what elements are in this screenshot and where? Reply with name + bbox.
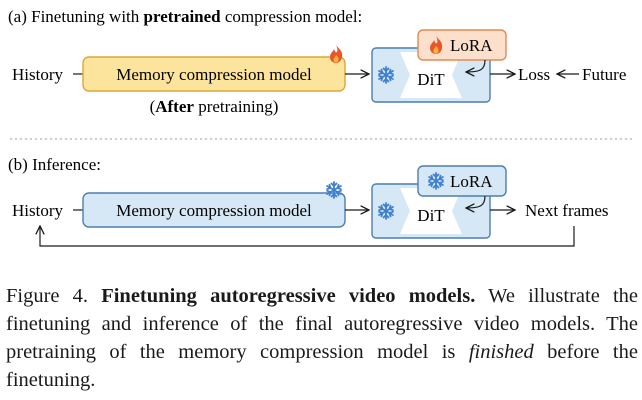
after-pretraining-note: (After pretraining) bbox=[150, 97, 279, 116]
dit-label-a: DiT bbox=[417, 70, 445, 89]
caption-body-2: before the finetuning. bbox=[6, 341, 638, 391]
figure-caption: Figure 4. Finetuning autoregressive vide… bbox=[6, 282, 638, 394]
section-b-title: (b) Inference: bbox=[8, 155, 101, 174]
caption-emphasis: finished bbox=[468, 341, 534, 363]
lora-label-a: LoRA bbox=[450, 36, 493, 55]
figure-label: Figure 4. bbox=[6, 285, 89, 307]
lora-to-dit-edge-b bbox=[466, 195, 486, 208]
lora-box-b bbox=[417, 165, 507, 197]
caption-body-1: We illustrate the finetuning and inferen… bbox=[6, 285, 638, 363]
history-label-a: History bbox=[12, 65, 64, 84]
section-a-title: (a) Finetuning with pretrained compressi… bbox=[8, 7, 362, 26]
future-label: Future bbox=[582, 65, 626, 84]
history-label-b: History bbox=[12, 201, 64, 220]
lora-box-a bbox=[417, 29, 507, 61]
dit-label-b: DiT bbox=[417, 206, 445, 225]
next-frames-label: Next frames bbox=[525, 201, 609, 220]
memory-model-label-b: Memory compression model bbox=[116, 201, 312, 220]
memory-model-label-a: Memory compression model bbox=[116, 65, 312, 84]
dit-hourglass-b bbox=[400, 188, 462, 234]
fire-icon bbox=[330, 45, 343, 63]
lora-to-dit-edge-a bbox=[466, 59, 486, 72]
feedback-loop-edge bbox=[40, 226, 575, 247]
lora-label-b: LoRA bbox=[450, 172, 493, 191]
loss-label: Loss bbox=[518, 65, 550, 84]
dit-hourglass-a bbox=[400, 52, 462, 98]
snowflake-icon bbox=[326, 181, 342, 199]
caption-heading: Finetuning autoregressive video models. bbox=[101, 285, 476, 307]
